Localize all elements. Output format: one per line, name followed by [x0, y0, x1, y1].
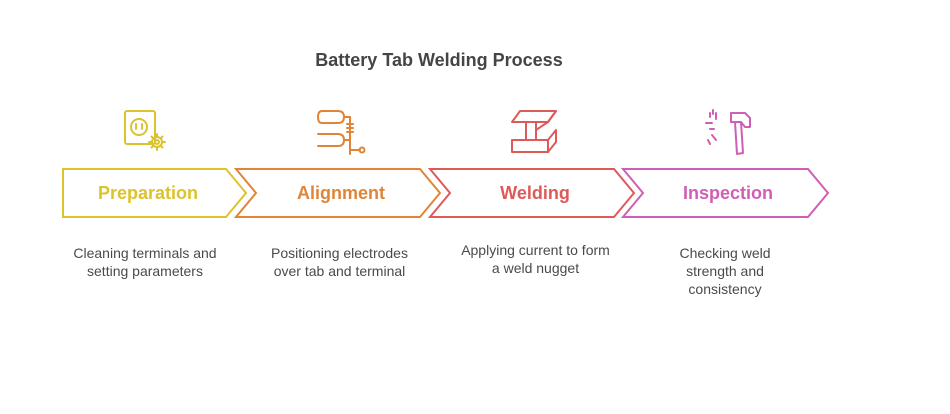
plug-gear-icon	[124, 110, 166, 151]
i-beam-icon	[511, 110, 557, 153]
clamp-icon	[317, 110, 366, 155]
step-label-preparation: Preparation	[97, 183, 199, 203]
welding-chevron	[427, 168, 636, 218]
step-desc-welding: Applying current to form a weld nugget	[461, 242, 610, 276]
step-desc-inspection: Checking weld strength and consistency	[679, 245, 771, 297]
step-desc-preparation: Cleaning terminals and setting parameter…	[73, 245, 217, 279]
diagram-title: Battery Tab Welding Process	[315, 50, 563, 70]
step-label-alignment: Alignment	[297, 183, 385, 203]
preparation-chevron	[62, 168, 248, 218]
alignment-chevron	[233, 168, 442, 218]
step-label-inspection: Inspection	[682, 183, 773, 203]
step-label-welding: Welding	[500, 183, 570, 203]
hammer-icon	[705, 109, 751, 155]
step-desc-alignment: Positioning electrodes over tab and term…	[271, 245, 408, 279]
inspection-chevron	[620, 168, 830, 218]
